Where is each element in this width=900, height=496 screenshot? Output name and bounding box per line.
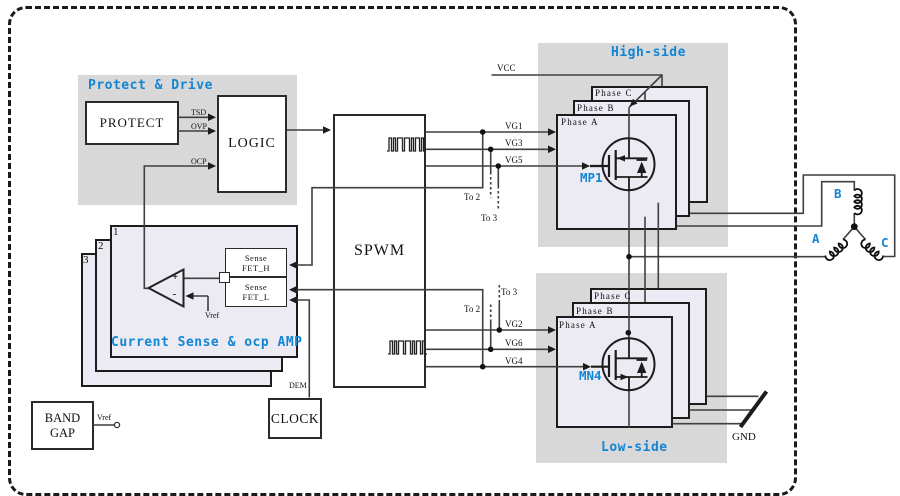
high-phase-c-label: Phase C <box>595 88 633 98</box>
opamp-minus-sign: - <box>172 288 177 300</box>
stack-num-3: 3 <box>83 254 89 266</box>
vg4-label: VG4 <box>505 355 523 366</box>
to3-high-label: To 3 <box>481 212 498 223</box>
mosfet-mp1 <box>590 137 656 192</box>
pwm-waveform-icon-top <box>387 137 426 152</box>
sense-fet-h-line2: FET_H <box>242 262 270 273</box>
mn4-source-arrow <box>620 373 629 381</box>
logic-spwm-arrow <box>323 126 331 134</box>
opamp-vref-label: Vref <box>205 311 220 320</box>
winding-a <box>824 238 849 261</box>
stack-num-1: 1 <box>113 226 119 238</box>
vg6-label: VG6 <box>505 338 523 348</box>
dem-wire <box>291 299 311 398</box>
vcc-label: VCC <box>497 63 516 73</box>
vg4-arrow <box>583 362 591 371</box>
low-phase-b-label: Phase B <box>576 305 614 316</box>
sense-fet-l-line2: FET_L <box>242 292 270 302</box>
vcc-diag-arrow <box>629 98 638 107</box>
to2-high-label: To 2 <box>464 192 481 202</box>
motor-phase-c-label: C <box>881 235 889 250</box>
vg2-arrow <box>548 326 556 334</box>
low-phase-c-label: Phase C <box>594 291 632 301</box>
motor-windings <box>824 188 884 261</box>
protect-box: PROTECT <box>85 101 179 145</box>
bandgap-vref-label: Vref <box>97 413 112 422</box>
vg5-arrow <box>582 162 590 170</box>
opamp-plus-sign: + <box>172 271 179 283</box>
tsd-arrow <box>208 113 216 122</box>
gnd-wires <box>672 395 759 425</box>
vg5-label: VG5 <box>505 155 523 165</box>
ocp-arrow <box>208 162 216 170</box>
fet-h-arrow <box>289 261 297 269</box>
vg1-arrow <box>548 128 556 136</box>
mp1-label: MP1 <box>580 169 603 185</box>
sense-fet-l-box: Sense FET_L <box>225 277 287 307</box>
to2-low-label: To 2 <box>464 304 481 314</box>
high-phase-a-label: Phase A <box>561 117 599 127</box>
vg6-arrow <box>548 345 556 354</box>
pwm-waveform-icon-bottom <box>388 340 427 355</box>
motor-phase-a-label: A <box>812 231 820 246</box>
vref-pin-terminal <box>113 421 121 429</box>
to-stub-solid <box>489 149 501 350</box>
ovp-arrow <box>208 127 216 135</box>
pwm-waveform-icons <box>387 137 427 355</box>
mn4-body-diode <box>637 361 647 373</box>
ocp-label: OCP <box>191 157 207 166</box>
tsd-label: TSD <box>191 108 207 117</box>
motor-star-node <box>850 223 858 231</box>
sense-fet-l-line1: Sense <box>244 282 268 292</box>
sense-fet-connector-square <box>219 272 230 283</box>
to3-low-label: To 3 <box>501 287 518 297</box>
mp1-body-diode <box>637 161 647 173</box>
dem-label: DEM <box>289 380 307 390</box>
protect-drive-title: Protect & Drive <box>88 78 213 93</box>
winding-b <box>853 188 863 216</box>
dem-arrow <box>289 296 297 304</box>
sense-fet-h-box: Sense FET_H <box>225 248 287 277</box>
vg2-label: VG2 <box>505 319 523 329</box>
vcc-wire <box>491 74 663 139</box>
vg3-arrow <box>548 145 556 154</box>
sense-fet-h-wire <box>291 132 484 266</box>
high-phase-b-label: Phase B <box>577 102 615 113</box>
low-phase-a-label: Phase A <box>559 320 597 330</box>
junction-dots <box>479 129 858 370</box>
ocp-wire <box>143 165 213 290</box>
opamp-minus-arrow <box>185 292 194 300</box>
logic-box: LOGIC <box>217 95 287 193</box>
motor-wire-c <box>690 174 896 258</box>
mp1-source-arrow <box>617 155 625 162</box>
high-side-title: High-side <box>611 45 686 60</box>
stack-num-2: 2 <box>98 240 104 252</box>
clock-box: CLOCK <box>268 398 322 439</box>
bandgap-box: BAND GAP <box>31 401 94 450</box>
vg3-label: VG3 <box>505 138 523 148</box>
sense-fet-h-line1: Sense <box>244 252 268 263</box>
bandgap-line1: BAND <box>44 410 81 425</box>
mn4-label: MN4 <box>579 368 602 383</box>
ovp-label: OVP <box>191 122 208 131</box>
gnd-label: GND <box>732 431 756 443</box>
opamp-triangle <box>146 267 185 309</box>
motor-phase-b-label: B <box>834 186 842 201</box>
mosfet-mn4 <box>591 337 656 392</box>
low-side-title: Low-side <box>601 440 668 455</box>
gnd-bar <box>738 390 769 429</box>
vg1-label: VG1 <box>505 120 523 131</box>
winding-c <box>860 238 884 261</box>
bandgap-line2: GAP <box>49 425 75 440</box>
fet-l-arrow <box>289 285 297 294</box>
arrowheads <box>185 98 638 371</box>
sense-fet-l-wire <box>291 288 484 367</box>
chip-boundary-dashed-border <box>8 6 797 496</box>
motor-wire-b <box>676 180 856 227</box>
current-sense-title: Current Sense & ocp AMP <box>111 335 303 350</box>
